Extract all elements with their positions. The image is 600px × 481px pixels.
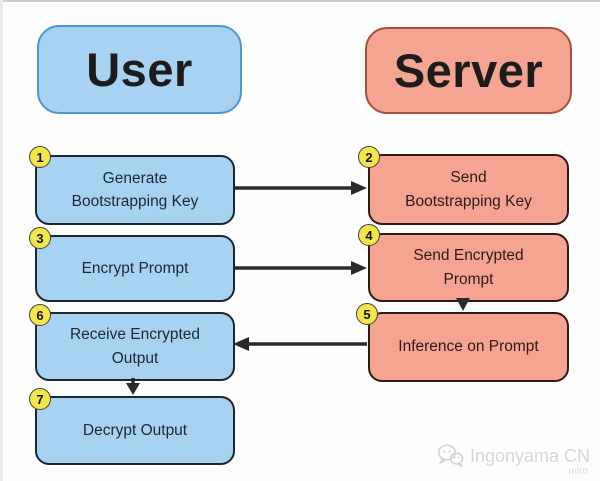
step-3-box: Encrypt Prompt [35,235,235,302]
step-4-label: Send Encrypted Prompt [413,247,524,288]
step-2-number: 2 [365,149,373,165]
step-3-number: 3 [36,230,44,246]
watermark: Ingonyama CN miro [437,443,590,477]
step-7-label: Decrypt Output [82,421,188,439]
arrow-step3-to-step4 [233,261,367,275]
step-3-badge: 3 [29,227,51,249]
step-1-label: Generate Bootstrapping Key [71,169,199,210]
step-6-label: Receive Encrypted Output [69,326,201,367]
step-2-badge: 2 [358,146,380,168]
server-column-header: Server [365,27,572,114]
step-4-badge: 4 [358,224,380,246]
step-5-number: 5 [363,306,371,322]
wechat-icon [437,444,464,468]
step-1-number: 1 [36,149,44,165]
step-6-box: Receive Encrypted Output [35,312,235,381]
step-1-badge: 1 [29,146,51,168]
top-edge-line [0,0,600,2]
step-5-badge: 5 [356,303,378,325]
step-6-number: 6 [36,307,44,323]
step-4-number: 4 [365,227,373,243]
step-1-box: Generate Bootstrapping Key [35,155,235,225]
step-7-badge: 7 [29,388,51,410]
left-edge-line [0,0,3,481]
user-header-label: User [86,43,193,96]
step-5-box: Inference on Prompt [368,312,569,382]
step-7-number: 7 [36,391,44,407]
step-4-box: Send Encrypted Prompt [368,233,569,302]
step-2-label: Send Bootstrapping Key [405,169,532,210]
arrow-step1-to-step2 [233,181,367,195]
step-5-label: Inference on Prompt [398,338,539,356]
arrow-step5-to-step6 [233,337,367,351]
step-2-box: Send Bootstrapping Key [368,154,569,225]
step-6-badge: 6 [29,304,51,326]
step-7-box: Decrypt Output [35,396,235,465]
server-header-label: Server [393,44,544,97]
user-column-header: User [37,25,242,114]
watermark-brand: Ingonyama CN [469,445,590,466]
watermark-platform: miro [568,466,588,477]
step-3-label: Encrypt Prompt [81,259,189,277]
